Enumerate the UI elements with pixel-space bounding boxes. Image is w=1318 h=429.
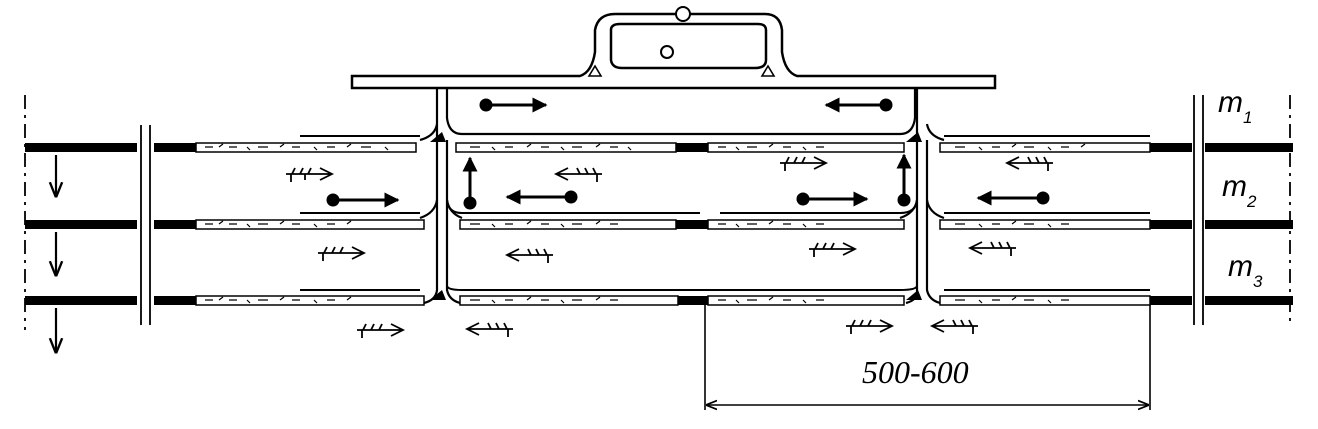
- upper-drift: [445, 88, 917, 136]
- dimension-label: 500-600: [862, 354, 969, 390]
- main-haulage: [350, 12, 997, 90]
- dimension-line: [704, 305, 1151, 410]
- raises: [419, 88, 945, 305]
- seam-m1: [25, 142, 1293, 153]
- seam-label-m1-index: 1: [1243, 108, 1253, 127]
- seam-label-m3-letter: m: [1228, 250, 1253, 283]
- shaft-icon: [660, 45, 674, 59]
- seam-label-m2: m2: [1222, 170, 1256, 211]
- raise-wedges: [430, 132, 922, 300]
- seam-label-m2-letter: m: [1222, 170, 1247, 203]
- seam-label-m1-letter: m: [1218, 86, 1243, 119]
- seam-m3: [25, 295, 1293, 306]
- flow-arrows: [326, 97, 1050, 210]
- seam-m2: [25, 219, 1293, 230]
- seam-texture: [205, 143, 1086, 304]
- shaft-collar-icon: [675, 6, 691, 22]
- triangle-marker-left-icon: [587, 64, 603, 77]
- seam-label-m3-index: 3: [1253, 272, 1263, 291]
- triangle-marker-right-icon: [760, 64, 776, 77]
- seam-label-m3: m3: [1228, 250, 1262, 291]
- break-marks: [24, 95, 1291, 330]
- seam-label-m1: m1: [1218, 86, 1252, 127]
- machine-symbols: [286, 156, 1053, 338]
- gateroads: [300, 135, 1150, 291]
- seam-label-m2-index: 2: [1247, 192, 1257, 211]
